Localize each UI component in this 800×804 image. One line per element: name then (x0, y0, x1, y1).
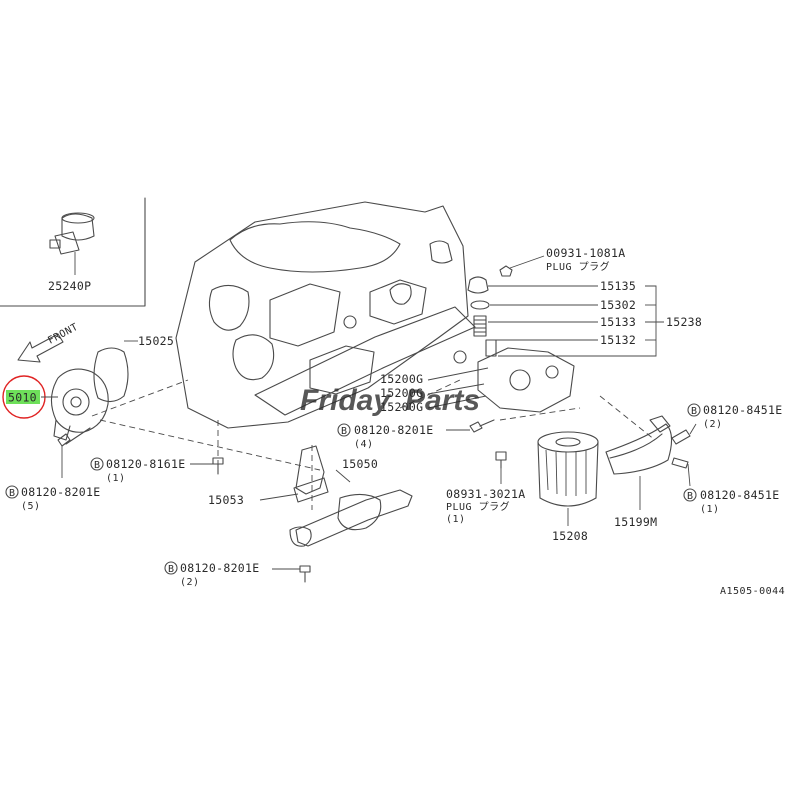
label-15050: 15050 (342, 457, 378, 471)
watermark-friday: Friday (300, 384, 391, 417)
labels-15200g: 15200G 15200G 15200G (380, 367, 489, 414)
label-08120-8161e: 08120-8161E (106, 457, 185, 471)
front-cover: 15025 (93, 334, 174, 403)
bolt-8161: B 08120-8161E (1) (90, 457, 224, 484)
bolt-symbol: B (691, 406, 698, 417)
oil-pressure-switch (49, 212, 95, 275)
strainer-assembly: 15050 15053 (208, 445, 413, 547)
label-plug-top: PLUG プラグ (546, 260, 610, 273)
label-08120-8451e-top: 08120-8451E (703, 403, 782, 417)
bolt-8451-bot: B 08120-8451E (1) (671, 457, 779, 515)
label-plug-bottom-qty: (1) (446, 514, 466, 525)
oil-filter: 15208 (537, 431, 599, 543)
filter-bracket (467, 265, 575, 413)
bolt-symbol: B (9, 488, 16, 499)
bolt-8201-bottom: B 08120-8201E (2) (164, 561, 311, 588)
bolt-8451-top: B 08120-8451E (2) (671, 403, 782, 445)
label-5010: 5010 (8, 391, 37, 405)
label-08931-3021a: 08931-3021A (446, 487, 525, 501)
bolt-8201-mid: B 08120-8201E (4) (337, 419, 495, 450)
label-qty-1: (1) (106, 473, 126, 484)
label-08120-8451e-bot: 08120-8451E (700, 488, 779, 502)
plug-bottom: 08931-3021A PLUG プラグ (1) (446, 451, 525, 525)
label-15135: 15135 (600, 279, 636, 293)
label-15200g-b: 15200G (380, 386, 423, 400)
label-qty-2b: (2) (703, 419, 723, 430)
watermark: Friday Parts (300, 384, 480, 417)
pump-highlight: 5010 (2, 375, 58, 419)
label-qty-5: (5) (21, 501, 41, 512)
label-08120-8201e-bottom: 08120-8201E (180, 561, 259, 575)
label-15133: 15133 (600, 315, 636, 329)
bolt-left (57, 427, 91, 478)
watermark-parts: Parts (405, 384, 480, 417)
oil-pump (50, 368, 109, 441)
drawing-code: A1505-0044 (720, 586, 785, 597)
label-15238: 15238 (666, 315, 702, 329)
label-15302: 15302 (600, 298, 636, 312)
label-15053: 15053 (208, 493, 244, 507)
label-15200g-a: 15200G (380, 372, 423, 386)
inset-box: 25240P (0, 197, 146, 307)
bolt-symbol: B (341, 426, 348, 437)
highlight-label-bg (6, 390, 40, 404)
bolt-symbol: B (168, 564, 175, 575)
right-leaders (488, 255, 664, 357)
bolt-symbol: B (94, 460, 101, 471)
label-15200g-c: 15200G (380, 400, 423, 414)
engine-block (175, 201, 476, 429)
filter-guard: 15199M (605, 415, 673, 529)
label-plug-bottom: PLUG プラグ (446, 500, 510, 513)
front-arrow: FRONT (17, 322, 80, 363)
label-15132: 15132 (600, 333, 636, 347)
label-00931-1081a: 00931-1081A (546, 246, 625, 260)
label-15208: 15208 (552, 529, 588, 543)
label-qty-1b: (1) (700, 504, 720, 515)
label-25240p: 25240P (48, 279, 91, 293)
label-15199m: 15199M (614, 515, 657, 529)
bolt-symbol: B (687, 491, 694, 502)
label-front: FRONT (46, 322, 80, 347)
label-qty-4: (4) (354, 439, 374, 450)
label-08120-8201e-mid: 08120-8201E (354, 423, 433, 437)
label-15025: 15025 (138, 334, 174, 348)
label-qty-2: (2) (180, 577, 200, 588)
label-08120-8201e-left: 08120-8201E (21, 485, 100, 499)
callout-bolt-8201-left: B 08120-8201E (5) (5, 485, 100, 512)
